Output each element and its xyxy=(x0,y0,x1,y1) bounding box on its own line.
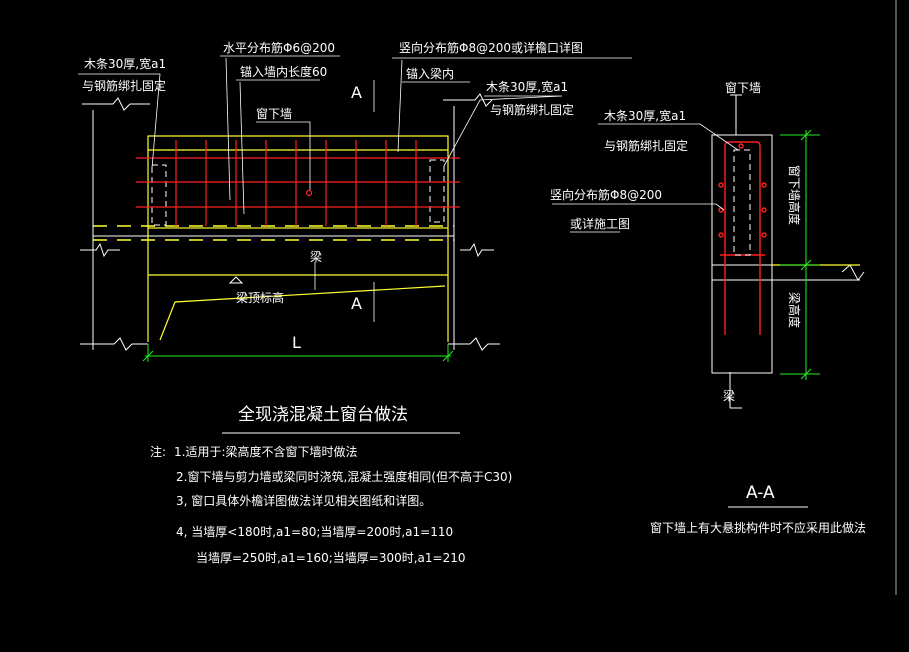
label-section-a-top: A xyxy=(351,83,362,102)
label-wood-strip-mid-2: 与钢筋绑扎固定 xyxy=(490,102,574,117)
label-section-a-bottom: A xyxy=(351,294,362,313)
section-leaders xyxy=(552,123,739,233)
section-dimensions xyxy=(780,129,820,380)
label-wood-strip-right-2: 与钢筋绑扎固定 xyxy=(604,138,688,153)
section-view: 窗下墙 木条30厚,宽a1 与钢筋绑扎固定 竖向分布筋Φ8@200 或详施工图 … xyxy=(550,81,865,409)
concrete-outline xyxy=(147,135,449,342)
label-wood-strip-right-1: 木条30厚,宽a1 xyxy=(604,108,686,123)
label-beam: 梁 xyxy=(310,249,322,264)
label-right-beam: 梁 xyxy=(723,388,735,403)
wood-strip-left xyxy=(151,159,445,226)
note-3: 3, 窗口具体外檐详图做法详见相关图纸和详图。 xyxy=(176,493,431,508)
notes-block: 注: 1.适用于:梁高度不含窗下墙时做法 2.窗下墙与剪力墙或梁同时浇筑,混凝土… xyxy=(150,444,512,565)
label-vertical-bar: 竖向分布筋Φ8@200或详檐口详图 xyxy=(399,40,583,55)
label-beam-height: 梁高度 xyxy=(787,292,802,328)
elevation-marker xyxy=(228,276,244,284)
label-wood-strip-left-1: 木条30厚,宽a1 xyxy=(84,56,166,71)
note-4a: 4, 当墙厚<180时,a1=80;当墙厚=200时,a1=110 xyxy=(176,525,453,539)
note-2: 2.窗下墙与剪力墙或梁同时浇筑,混凝土强度相同(但不高于C30) xyxy=(176,469,512,484)
section-wood-strip xyxy=(733,149,751,256)
label-anchor-beam: 锚入梁内 xyxy=(406,66,454,81)
label-anchor-wall: 锚入墙内长度60 xyxy=(240,64,327,79)
elevation-view: 水平分布筋Φ6@200 锚入墙内长度60 竖向分布筋Φ8@200或详檐口详图 锚… xyxy=(78,40,632,362)
section-rebar xyxy=(718,141,767,335)
label-vertical-bar-right-2: 或详施工图 xyxy=(570,216,630,231)
section-caption: A-A 窗下墙上有大悬挑构件时不应采用此做法 xyxy=(650,483,866,535)
title-block: 全现浇混凝土窗台做法 xyxy=(222,405,460,434)
note-1: 1.适用于:梁高度不含窗下墙时做法 xyxy=(174,444,358,459)
notes-prefix: 注: xyxy=(150,444,166,459)
label-wood-strip-left-2: 与钢筋绑扎固定 xyxy=(82,78,166,93)
section-note: 窗下墙上有大悬挑构件时不应采用此做法 xyxy=(650,520,866,535)
label-vertical-bar-right-1: 竖向分布筋Φ8@200 xyxy=(550,187,662,202)
wall-outline xyxy=(80,93,500,351)
label-right-under-window-wall: 窗下墙 xyxy=(725,81,761,95)
label-horizontal-bar: 水平分布筋Φ6@200 xyxy=(223,40,335,55)
dimension-L xyxy=(142,344,454,362)
section-title: A-A xyxy=(746,483,775,503)
beam-dashed-lines xyxy=(93,225,454,241)
leader-lines xyxy=(78,55,632,322)
label-length-L: L xyxy=(292,333,301,352)
label-beam-top-elev: 梁顶标高 xyxy=(236,290,284,305)
label-under-window-wall: 窗下墙 xyxy=(256,107,292,121)
drawing-title: 全现浇混凝土窗台做法 xyxy=(238,405,408,425)
label-wall-height: 窗下墙高度 xyxy=(787,165,802,225)
note-4b: 当墙厚=250时,a1=160;当墙厚=300时,a1=210 xyxy=(196,551,466,565)
rebar-grid xyxy=(136,140,460,226)
label-wood-strip-mid-1: 木条30厚,宽a1 xyxy=(486,79,568,94)
